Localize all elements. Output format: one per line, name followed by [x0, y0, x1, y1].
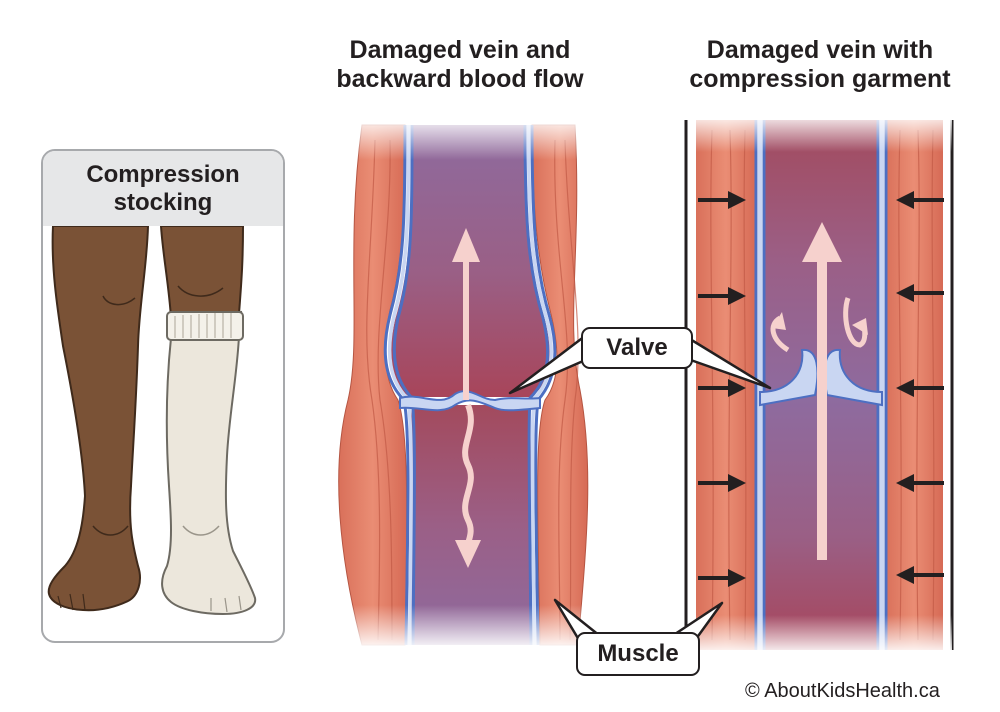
bare-leg	[47, 226, 150, 612]
left-upward-arrow	[452, 228, 480, 400]
right-curl-arrow-right	[843, 297, 868, 348]
compression-arrows-left	[698, 191, 746, 587]
right-diagram-heading: Damaged vein with compression garment	[689, 36, 951, 93]
stocking-leg-skin	[159, 226, 245, 320]
stocking	[161, 310, 257, 616]
compression-stocking-panel: Compression stocking	[41, 149, 285, 643]
compression-arrows-right	[896, 191, 944, 584]
copyright-text: © AboutKidsHealth.ca	[745, 680, 940, 702]
left-backward-arrow	[455, 403, 481, 568]
left-muscle-right	[531, 124, 589, 646]
right-curl-arrow-left	[770, 312, 790, 353]
panel-title: Compression stocking	[43, 151, 283, 226]
valve-label: Valve	[581, 327, 693, 369]
legs-illustration	[47, 226, 257, 616]
valve-callout-pointers	[508, 334, 772, 395]
muscle-label: Muscle	[576, 632, 700, 676]
left-valve	[399, 390, 541, 412]
right-upward-arrow	[802, 222, 842, 560]
left-vein-diagram	[330, 115, 600, 650]
right-vein-diagram	[684, 112, 954, 655]
left-diagram-heading: Damaged vein and backward blood flow	[336, 36, 584, 93]
